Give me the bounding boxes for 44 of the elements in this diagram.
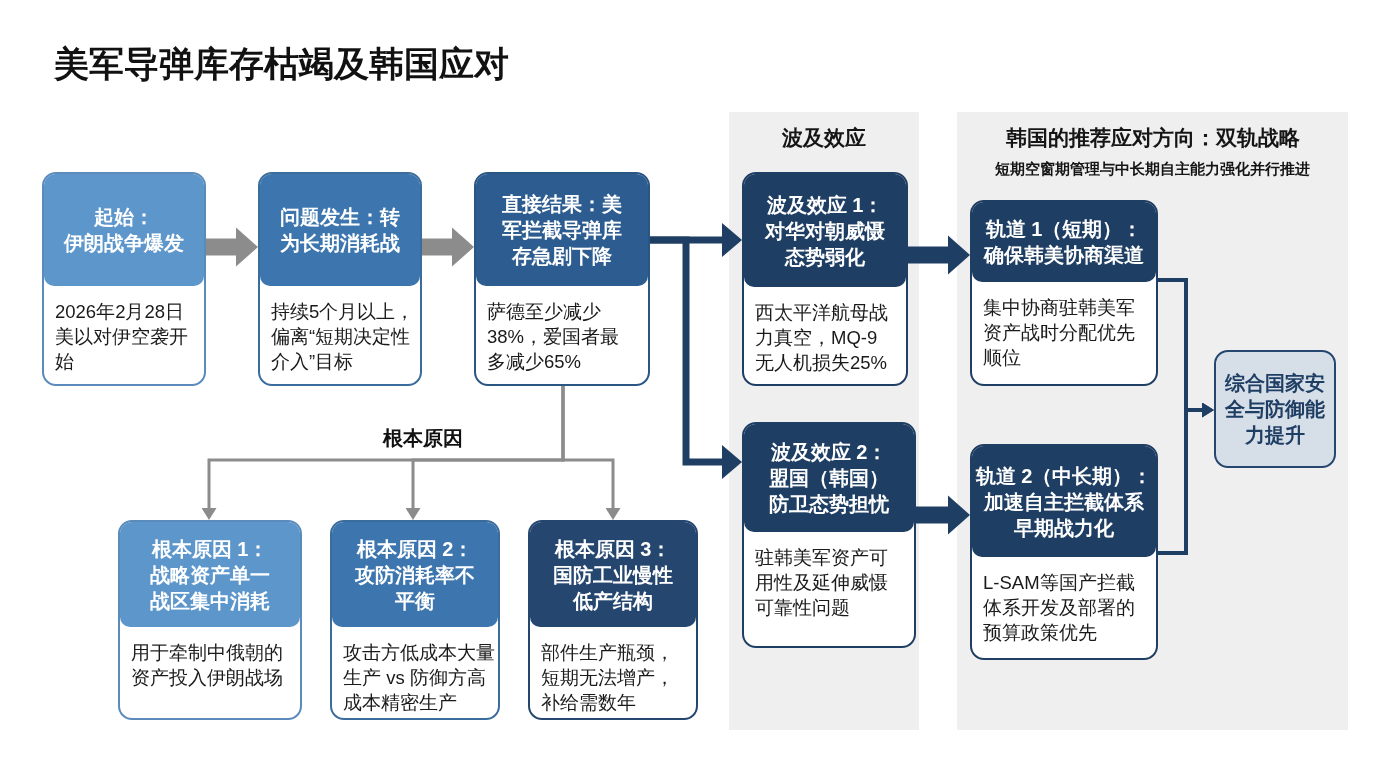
card-body-text: 2026年2月28日美以对伊空袭开始 [55,301,188,372]
arrow [1158,402,1214,555]
card-heading: 轨道 2（中长期）：加速自主拦截体系早期战力化 [972,446,1156,557]
card-heading: 波及效应 1：对华对朝威慑态势弱化 [744,174,906,287]
card-heading: 根本原因 2：攻防消耗率不平衡 [332,522,498,627]
card-heading: 根本原因 3：国防工业慢性低产结构 [530,522,696,627]
card-body-text: 部件生产瓶颈，短期无法增产，补给需数年 [541,642,674,713]
process-card [258,172,422,386]
diagram-title: 美军导弹库存枯竭及韩国应对 [54,43,509,85]
process-card [970,200,1158,386]
arrow [422,227,474,267]
process-card [474,172,650,386]
card-body-text: 西太平洋航母战力真空，MQ-9无人机损失25% [755,302,888,373]
card-body-text: 攻击方低成本大量生产 vs 防御方高成本精密生产 [343,642,495,713]
process-card [742,422,916,648]
card-body-text: L-SAM等国产拦截体系开发及部署的预算政策优先 [983,572,1135,643]
panel-heading: 韩国的推荐应对方向：双轨战略 [1005,125,1300,151]
process-card [742,172,908,386]
card-heading: 轨道 1（短期）：确保韩美协商渠道 [972,202,1156,282]
panel-heading: 波及效应 [782,125,866,151]
card-heading: 波及效应 2：盟国（韩国）防卫态势担忧 [744,424,914,532]
card-heading: 根本原因 1：战略资产单一战区集中消耗 [120,522,300,627]
column-panel [957,112,1348,730]
process-card [330,520,500,720]
card-body-text: 萨德至少减少38%，爱国者最多减少65% [487,301,620,372]
arrow [650,236,742,479]
process-card [528,520,698,720]
arrow [561,386,621,520]
card-heading: 问题发生：转为长期消耗战 [260,174,420,286]
arrow [916,495,970,535]
card-body-text: 驻韩美军资产可用性及延伸威慑可靠性问题 [755,547,888,618]
arrow [206,227,258,267]
panel-subheading: 短期空窗期管理与中长期自主能力强化并行推进 [995,159,1310,179]
card-body-text: 用于牵制中俄朝的资产投入伊朗战场 [131,642,283,688]
process-card [970,444,1158,660]
process-card [118,520,302,720]
process-card [42,172,206,386]
column-panel [729,112,919,730]
card-heading: 起始：伊朗战争爆发 [44,174,204,286]
arrow [908,235,970,275]
card-body-text: 持续5个月以上，偏离“短期决定性介入”目标 [271,301,415,372]
outcome-box: 综合国家安全与防御能力提升 [1214,350,1336,468]
card-body-text: 集中协商驻韩美军资产战时分配优先顺位 [983,297,1135,368]
card-heading: 直接结果：美军拦截导弹库存急剧下降 [476,174,648,286]
